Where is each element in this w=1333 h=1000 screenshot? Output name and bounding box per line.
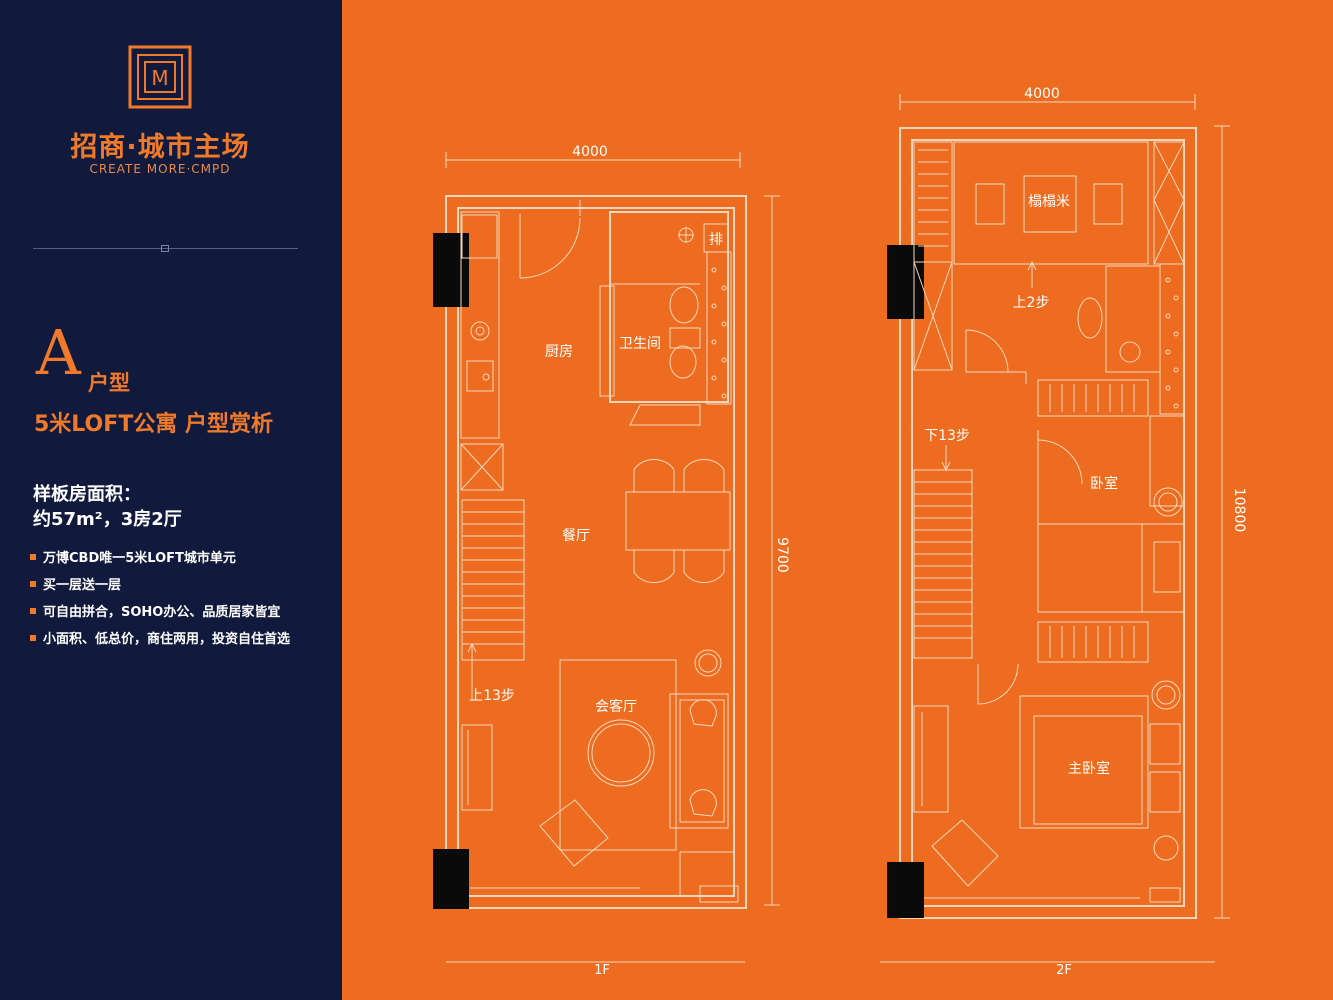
feature-text: 万博CBD唯一5米LOFT城市单元 [43, 551, 236, 566]
area-label: 样板房面积： [33, 484, 141, 505]
1f-stairs-label: 上13步 [469, 688, 515, 704]
brand-name-en: CREATE MORE·CMPD [89, 162, 231, 176]
feature-text: 买一层送一层 [43, 578, 122, 593]
2f-counter-dots [1165, 277, 1179, 409]
1f-living-label: 会客厅 [595, 698, 637, 715]
feature-item: 小面积、低总价，商住两用，投资自住首选 [30, 624, 290, 651]
1f-floor-label: 1F [594, 963, 610, 978]
2f-stairs-down-label: 下13步 [924, 428, 970, 444]
floor-plans-area: 4000 9700 1F [342, 0, 1333, 1000]
info-sidebar: M 招商·城市主场 CREATE MORE·CMPD A 户型 5米LOFT公寓… [0, 0, 342, 1000]
1f-width-dimension: 4000 [572, 144, 608, 160]
1f-stair-treads [462, 511, 524, 645]
1f-column [433, 849, 469, 909]
bullet-icon [30, 607, 36, 614]
feature-item: 买一层送一层 [30, 570, 290, 597]
2f-shelf-top [1049, 384, 1135, 412]
2f-shelf-bottom [1049, 626, 1135, 658]
2f-height-dimension: 10800 [1231, 488, 1247, 533]
2f-floor-label: 2F [1056, 963, 1072, 978]
1f-dining-label: 餐厅 [562, 528, 590, 544]
1f-bathroom-label: 卫生间 [619, 336, 661, 352]
brand-name-cn: 招商·城市主场 [70, 132, 250, 163]
floor-plan-1f: 4000 9700 1F [433, 144, 790, 978]
unit-type-letter: A [36, 316, 81, 389]
logo-letter: M [151, 66, 168, 90]
2f-steps-up-label: 上2步 [1013, 295, 1050, 311]
floor-plan-2f: 4000 10800 2F [880, 86, 1247, 978]
bullet-icon [30, 580, 36, 587]
divider [33, 248, 298, 249]
bullet-icon [30, 634, 36, 641]
divider-ornament [161, 245, 169, 252]
unit-type-suffix: 户型 [88, 371, 130, 395]
feature-item: 可自由拼合，SOHO办公、品质居家皆宜 [30, 597, 290, 624]
floor-plans-drawing: 4000 9700 1F [433, 86, 1247, 978]
2f-column [887, 862, 924, 918]
feature-list: 万博CBD唯一5米LOFT城市单元 买一层送一层 可自由拼合，SOHO办公、品质… [30, 543, 290, 651]
2f-width-dimension: 4000 [1024, 86, 1060, 102]
1f-column [433, 233, 469, 307]
area-value: 约57m²，3房2厅 [33, 509, 182, 530]
unit-subtitle: 5米LOFT公寓 户型赏析 [34, 412, 273, 437]
brand-logo-icon: M [128, 45, 192, 109]
feature-text: 可自由拼合，SOHO办公、品质居家皆宜 [43, 605, 281, 620]
1f-exhaust-label: 排 [709, 232, 723, 248]
2f-bedroom-label: 卧室 [1090, 475, 1118, 492]
2f-wardrobe-hangers [918, 149, 948, 247]
1f-height-dimension: 9700 [774, 537, 790, 573]
2f-tatami-label: 榻榻米 [1028, 194, 1070, 210]
2f-column [887, 245, 924, 319]
2f-stair-treads [914, 481, 972, 639]
feature-text: 小面积、低总价，商住两用，投资自住首选 [43, 632, 291, 647]
1f-counter-dots [711, 267, 727, 399]
1f-kitchen-label: 厨房 [545, 344, 573, 360]
2f-master-bedroom-label: 主卧室 [1068, 760, 1110, 777]
bullet-icon [30, 553, 36, 560]
feature-item: 万博CBD唯一5米LOFT城市单元 [30, 543, 290, 570]
